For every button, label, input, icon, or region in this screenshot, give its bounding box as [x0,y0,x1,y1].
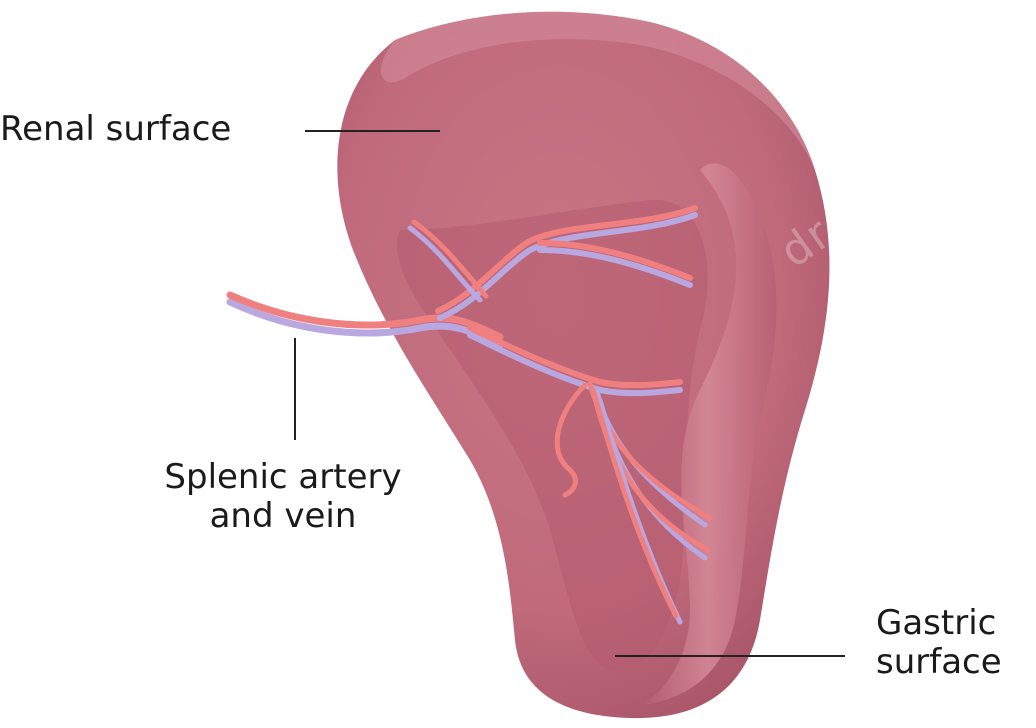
splenic-label-line-1: Splenic artery [133,458,433,497]
gastric-label-line-2: surface [876,643,1002,682]
gastric-surface-label: Gastric surface [876,604,1002,682]
renal-surface-label: Renal surface [0,110,231,149]
gastric-label-line-1: Gastric [876,604,1002,643]
splenic-label-line-2: and vein [133,497,433,536]
splenic-artery-vein-label: Splenic artery and vein [133,458,433,536]
